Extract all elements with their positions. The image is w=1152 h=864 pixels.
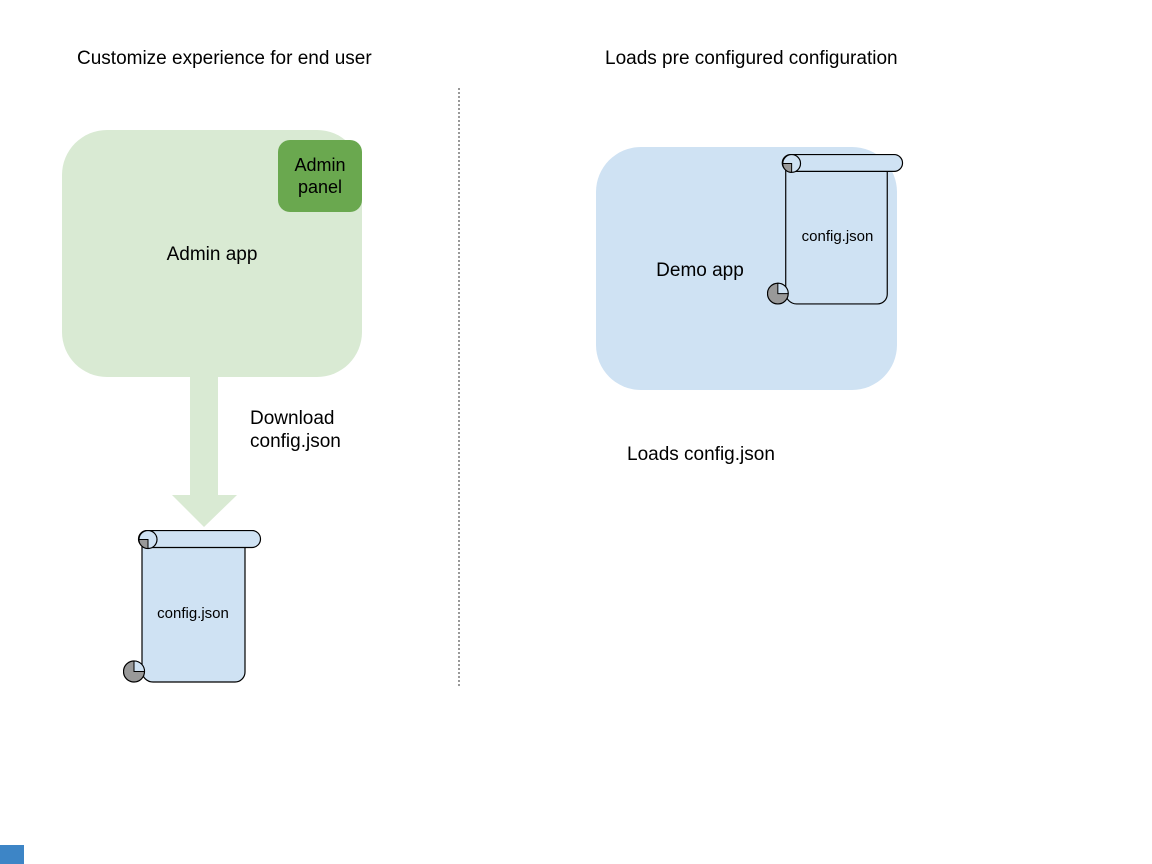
admin-panel-label: Admin panel — [294, 155, 346, 197]
download-arrow-icon — [172, 377, 237, 527]
loads-config-caption: Loads config.json — [627, 444, 775, 465]
demo-app-label: Demo app — [656, 260, 744, 281]
admin-app-label: Admin app — [166, 244, 258, 265]
download-arrow-label: Download config.json — [250, 408, 341, 452]
config-json-scroll-icon-left — [123, 530, 262, 683]
section-divider — [458, 88, 460, 687]
right-section-title: Loads pre configured configuration — [605, 48, 898, 69]
corner-blue-square — [0, 845, 24, 864]
config-json-label-left: config.json — [157, 605, 229, 622]
config-json-scroll-icon-right — [767, 154, 904, 305]
admin-panel-shape: Admin panel — [278, 140, 362, 212]
left-section-title: Customize experience for end user — [77, 48, 372, 69]
config-json-label-right: config.json — [801, 228, 874, 245]
